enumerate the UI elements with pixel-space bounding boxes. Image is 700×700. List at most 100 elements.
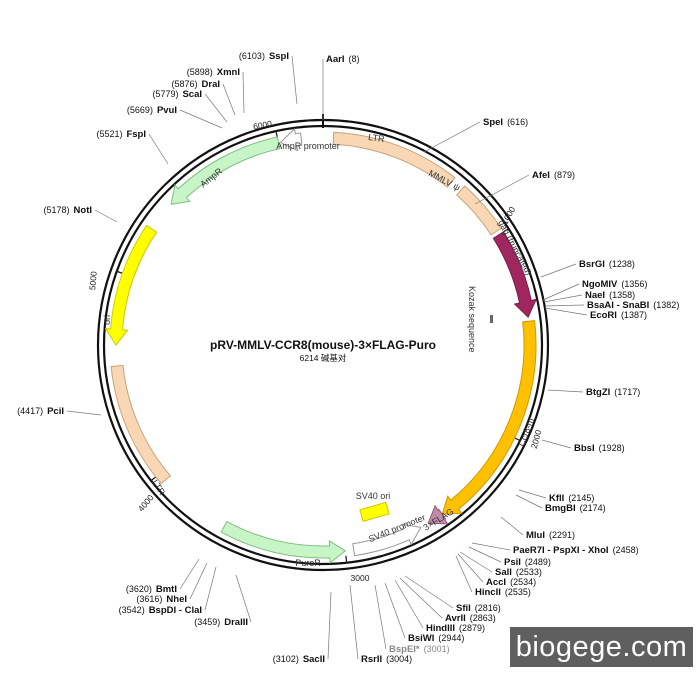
site-name: AfeI: [532, 170, 550, 181]
site-leader: [179, 558, 200, 590]
site-pos: (2816): [475, 603, 501, 613]
site-label: (3616)NheI: [136, 594, 187, 605]
site-label: AccI(2534): [486, 577, 536, 588]
site-pos: (3102): [273, 654, 299, 664]
tick-label-4000: 4000: [136, 492, 156, 513]
site-label: NgoMIV(1356): [582, 279, 647, 290]
feature-ori-8: [104, 224, 158, 346]
site-pos: (2535): [505, 587, 531, 597]
site-label: SpeI (616): [483, 117, 528, 128]
site-leader: [542, 283, 580, 301]
site-leader: [541, 439, 572, 449]
kozak-marker: [490, 315, 493, 323]
site-label: EcoRI(1387): [590, 310, 647, 321]
site-label: BmgBI(2174): [545, 503, 606, 514]
sv40-ori-block: [359, 501, 390, 522]
site-name: DraI: [202, 79, 220, 90]
site-name: SpeI: [483, 117, 503, 128]
site-name: MluI: [526, 530, 545, 541]
site-name: BbsI: [574, 443, 595, 454]
site-pos: (8): [348, 54, 359, 64]
site-label: PsiI(2489): [504, 557, 551, 568]
site-pos: (1928): [599, 443, 625, 453]
site-label: (5876) DraI: [172, 79, 221, 90]
site-name: BtgZI: [586, 387, 610, 398]
site-pos: (6103): [239, 51, 265, 61]
site-name: BsiWI: [408, 633, 434, 644]
site-name: PaeR7I - PspXI - XhoI: [513, 545, 609, 556]
tick-3000: [345, 555, 348, 562]
site-pos: (1356): [621, 279, 647, 289]
site-name: BmgBI: [545, 503, 576, 514]
site-name: BmtI: [156, 584, 177, 595]
site-pos: (3001): [424, 644, 450, 654]
site-label: SalI(2533): [495, 567, 542, 578]
site-name: BspDI - ClaI: [149, 605, 202, 616]
feature-label-puror: PuroR: [295, 558, 321, 568]
site-name: SalI: [495, 567, 512, 578]
site-leader: [291, 55, 298, 105]
site-leader: [235, 574, 252, 623]
site-leader: [459, 551, 493, 573]
site-leader: [399, 577, 443, 619]
site-leader: [204, 93, 228, 123]
site-name: DraIII: [224, 617, 248, 628]
site-label: PaeR7I - PspXI - XhoI (2458): [513, 545, 639, 556]
site-pos: (2291): [549, 530, 575, 540]
site-name: SspI: [269, 51, 289, 62]
site-label: BspEI*(3001): [389, 644, 450, 655]
site-leader: [547, 389, 584, 393]
feature-gag-truncated-2: [492, 231, 538, 318]
site-leader: [544, 304, 585, 307]
restriction-sites: AarI(8)SpeI(616)AfeI(879)BsrGI(1238)NgoM…: [17, 51, 679, 665]
site-pos: (1717): [614, 387, 640, 397]
site-pos: (5876): [172, 79, 198, 89]
site-pos: (616): [507, 117, 528, 127]
site-pos: (3459): [194, 617, 220, 627]
site-name: KflI: [549, 493, 564, 504]
feature-ltr-7: [110, 364, 172, 485]
site-name: ScaI: [182, 89, 202, 100]
site-name: AvrII: [445, 613, 466, 624]
site-label: SfiI(2816): [456, 603, 501, 614]
site-pos: (2145): [568, 493, 594, 503]
kozak-label: Kozak sequence: [467, 286, 477, 353]
feature-ccr8-m-3: [441, 320, 537, 515]
site-pos: (2458): [613, 545, 639, 555]
site-label: (3459) DraIII: [194, 617, 248, 628]
site-leader: [515, 494, 543, 509]
feature-label-ampr-promoter: AmpR promoter: [276, 141, 340, 151]
site-pos: (5898): [187, 67, 213, 77]
site-label: NaeI(1358): [585, 290, 635, 301]
site-label: HindIII(2879): [426, 623, 485, 634]
site-name: NheI: [166, 594, 187, 605]
site-name: EcoRI: [590, 310, 617, 321]
site-label: AvrII(2863): [445, 613, 496, 624]
site-label: (5178)NotI: [44, 205, 92, 216]
feature-ltr-0: [332, 131, 456, 188]
site-pos: (4417): [17, 406, 43, 416]
site-name: NgoMIV: [582, 279, 618, 290]
sv40-ori-label: SV40 ori: [356, 491, 391, 501]
site-leader: [455, 555, 473, 593]
site-leader: [374, 584, 387, 650]
site-leader: [544, 307, 588, 316]
feature-label-ltr-top: LTR: [368, 132, 386, 144]
site-leader: [468, 546, 502, 563]
tick-label-5000: 5000: [87, 271, 99, 291]
site-label: (5898)XmnI: [187, 67, 240, 78]
site-leader: [148, 133, 169, 165]
site-label: (5669)PvuI: [127, 105, 177, 116]
site-leader: [423, 121, 481, 153]
plasmid-title: pRV-MMLV-CCR8(mouse)-3×FLAG-Puro: [210, 338, 436, 352]
site-pos: (879): [554, 170, 575, 180]
site-label: (3102)SacII: [273, 654, 325, 665]
site-leader: [94, 209, 118, 223]
site-leader: [384, 582, 406, 639]
site-leader: [540, 263, 577, 278]
site-label: BtgZI (1717): [586, 387, 640, 398]
site-pos: (2489): [525, 557, 551, 567]
site-label: (5521)FspI: [96, 129, 146, 140]
site-leader: [394, 579, 424, 629]
